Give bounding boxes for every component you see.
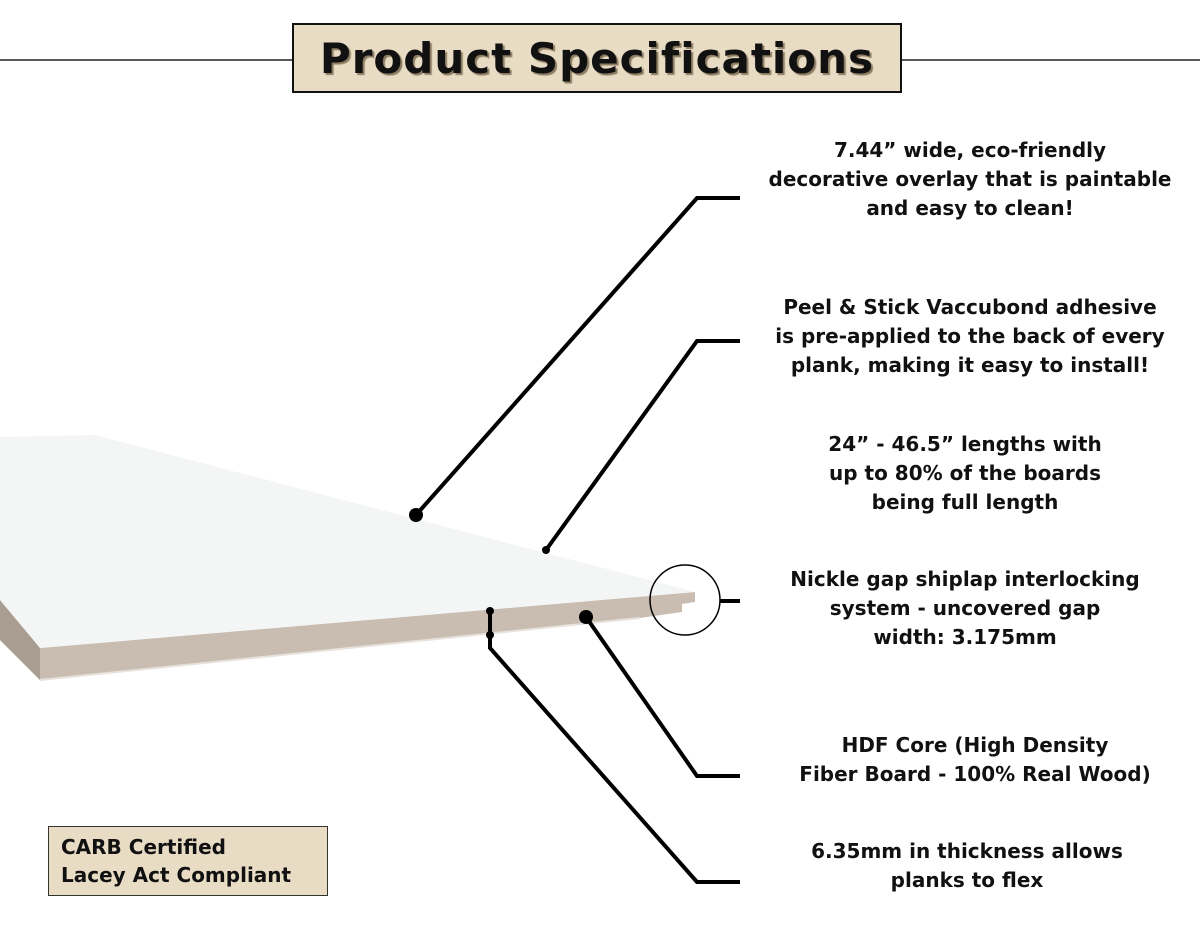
spec-line: being full length: [871, 490, 1059, 514]
spec-line: and easy to clean!: [866, 196, 1074, 220]
certification-box: CARB Certified Lacey Act Compliant: [48, 826, 328, 896]
spec-overlay: 7.44” wide, eco-friendly decorative over…: [760, 136, 1180, 223]
spec-line: system - uncovered gap: [829, 596, 1101, 620]
callout-dots: [409, 508, 593, 639]
plank-core-edge: [0, 592, 695, 680]
spec-line: plank, making it easy to install!: [790, 353, 1150, 377]
spec-line: is pre-applied to the back of every: [775, 324, 1165, 348]
spec-line: Fiber Board - 100% Real Wood): [799, 762, 1151, 786]
spec-line: Nickle gap shiplap interlocking: [790, 567, 1140, 591]
spec-adhesive: Peel & Stick Vaccubond adhesive is pre-a…: [760, 293, 1180, 380]
spec-line: 7.44” wide, eco-friendly: [833, 138, 1107, 162]
page-title: Product Specifications: [319, 33, 875, 83]
lacey-act-label: Lacey Act Compliant: [61, 863, 292, 887]
carb-certified-label: CARB Certified: [61, 835, 226, 859]
spec-lengths: 24” - 46.5” lengths with up to 80% of th…: [755, 430, 1175, 517]
spec-line: Peel & Stick Vaccubond adhesive: [783, 295, 1157, 319]
spec-line: decorative overlay that is paintable: [768, 167, 1172, 191]
spec-line: 24” - 46.5” lengths with: [828, 432, 1102, 456]
plank-top-face: [0, 435, 695, 648]
spec-line: planks to flex: [890, 868, 1044, 892]
leader-lines: [414, 196, 740, 884]
spec-line: up to 80% of the boards: [829, 461, 1101, 485]
spec-line: HDF Core (High Density: [841, 733, 1109, 757]
plank-left-bevel: [0, 600, 40, 680]
spec-interlock: Nickle gap shiplap interlocking system -…: [755, 565, 1175, 652]
plank-bottom-edge: [39, 617, 641, 681]
spec-line: width: 3.175mm: [873, 625, 1057, 649]
spec-core: HDF Core (High Density Fiber Board - 100…: [765, 731, 1185, 789]
interlock-callout-circle: [649, 564, 721, 636]
spec-line: 6.35mm in thickness allows: [811, 839, 1123, 863]
spec-thickness: 6.35mm in thickness allows planks to fle…: [757, 837, 1177, 895]
title-banner: Product Specifications: [292, 23, 902, 93]
